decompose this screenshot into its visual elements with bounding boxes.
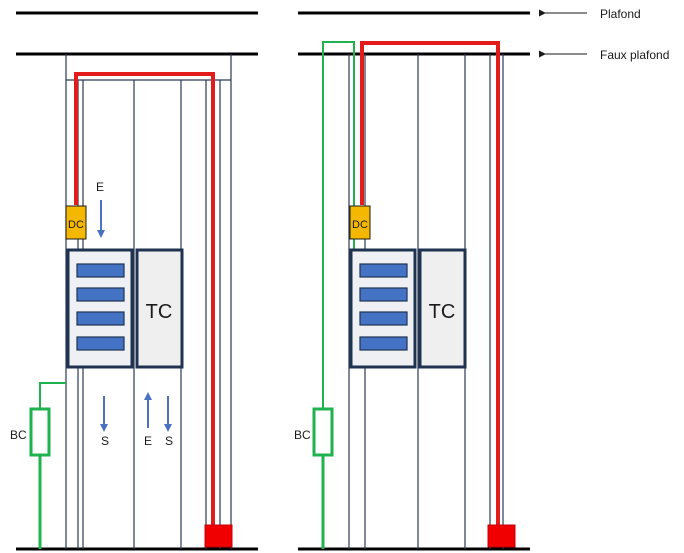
left-red-pipe [74,72,215,525]
left-dc-box [65,205,87,240]
rack-slot [359,336,408,351]
left-entree-label-bottom: E [144,434,152,448]
left-diagram: DC TC E S E S BC [10,11,258,551]
rack-slot [76,263,125,278]
left-red-pump [204,524,233,548]
right-red-pump [487,524,516,548]
right-green-pipe-top [322,41,355,409]
right-tc-label: TC [429,301,456,323]
right-red-pipe [360,41,500,525]
rack-slot [359,263,408,278]
left-tc-box [135,248,184,369]
right-tc-box [418,248,467,369]
faux-plafond-label: Faux plafond [600,48,669,62]
left-tc-label: TC [146,301,173,323]
right-dc-label: DC [352,219,368,231]
rack-slot [76,336,125,351]
callouts: Plafond Faux plafond [539,7,669,62]
left-rack-slots [76,263,125,351]
right-dc-box [349,205,371,240]
left-bc-label: BC [10,428,27,442]
right-diagram: BC DC TC [294,11,530,551]
right-bc-box [312,407,334,457]
left-entree-label-top: E [96,180,104,194]
left-dc-label: DC [68,219,84,231]
left-sortie-label-2: S [165,434,173,448]
rack-slot [76,311,125,326]
rack-slot [76,287,125,302]
left-sortie-label-1: S [101,434,109,448]
right-rack-slots [359,263,408,351]
plafond-label: Plafond [600,7,641,21]
rack-slot [359,311,408,326]
left-green-pipe-top [39,382,66,409]
right-bc-label: BC [294,428,311,442]
left-bc-box [29,407,51,457]
rack-slot [359,287,408,302]
